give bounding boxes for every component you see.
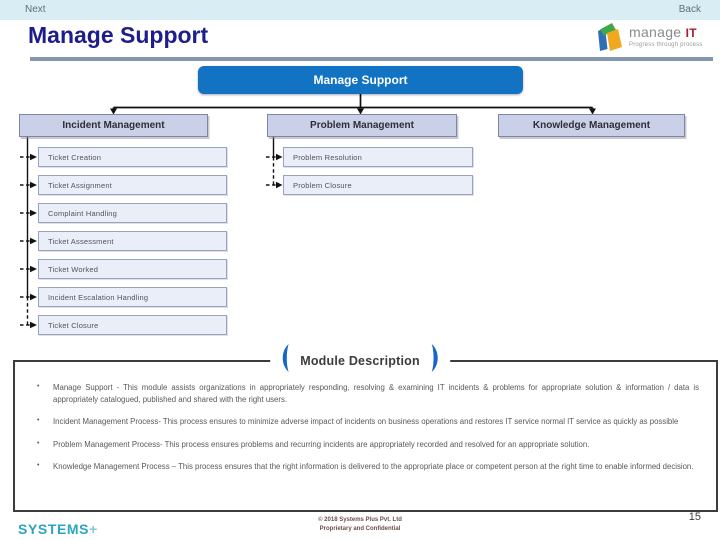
books-logo-icon [594,21,624,58]
module-description-bullets: • Manage Support - This module assists o… [15,382,715,484]
process-box-ticket-assessment: Ticket Assessment [38,231,227,251]
bullet-text: Incident Management Process- This proces… [53,417,679,427]
bullet-glyph: • [37,383,40,390]
process-box-incident-escalation-handling: Incident Escalation Handling [38,287,227,307]
copyright-text: © 2018 Systems Plus Pvt. Ltd Proprietary… [0,516,720,533]
process-box-ticket-creation: Ticket Creation [38,147,227,167]
process-box-complaint-handling: Complaint Handling [38,203,227,223]
bullet-knowledge-management: • Knowledge Management Process – This pr… [15,461,715,473]
process-box-problem-closure: Problem Closure [283,175,473,195]
left-paren-icon [280,343,292,378]
logo: manage IT Progress through process [594,21,703,58]
bullet-problem-management: • Problem Management Process- This proce… [15,439,715,451]
logo-wordmark: manage IT [629,24,697,40]
process-box-problem-resolution: Problem Resolution [283,147,473,167]
process-box-ticket-assignment: Ticket Assignment [38,175,227,195]
bullet-manage-support: • Manage Support - This module assists o… [15,382,715,405]
bullet-text: Knowledge Management Process – This proc… [53,462,694,472]
module-description-title: Module Description [300,353,420,368]
column-header-knowledge-management: Knowledge Management [498,114,685,137]
bullet-text: Manage Support - This module assists org… [53,383,699,404]
right-paren-icon [428,343,440,378]
module-description-heading: Module Description [270,343,450,378]
logo-tagline: Progress through process [629,42,703,48]
page-number: 15 [688,511,701,523]
systems-plus-logo: SYSTEMS+ [18,521,98,537]
column-header-incident-management: Incident Management [19,114,208,137]
plus-icon: + [89,521,98,537]
bullet-glyph: • [37,439,40,447]
copyright-line1: © 2018 Systems Plus Pvt. Ltd [318,517,402,523]
back-button[interactable]: Back [678,4,701,15]
title-divider [30,57,713,61]
copyright-line2: Proprietary and Confidential [319,525,401,532]
next-button[interactable]: Next [25,4,46,15]
top-nav-bar [0,0,720,20]
bullet-incident-management: • Incident Management Process- This proc… [15,416,715,428]
orgchart-root-box: Manage Support [198,66,523,94]
page-title: Manage Support [28,22,209,48]
process-box-ticket-closure: Ticket Closure [38,315,227,335]
process-box-ticket-worked: Ticket Worked [38,259,227,279]
logo-accent: IT [685,26,697,40]
bullet-glyph: • [37,462,40,470]
bullet-glyph: • [37,417,40,425]
bullet-text: Problem Management Process- This process… [53,439,590,449]
column-header-problem-management: Problem Management [267,114,457,137]
